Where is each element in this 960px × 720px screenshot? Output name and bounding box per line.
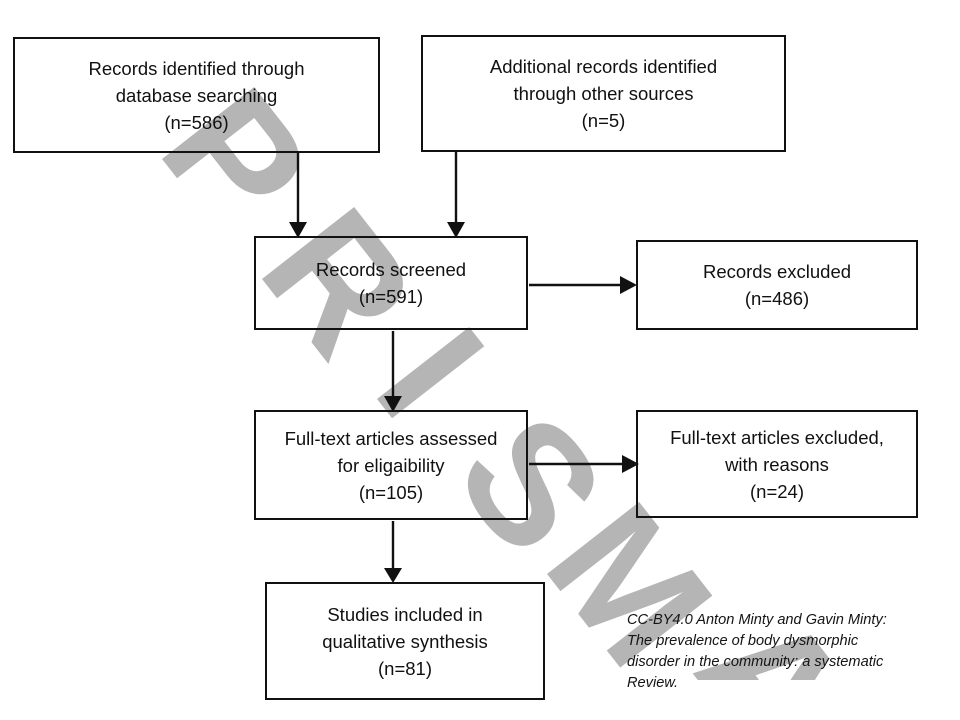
node-line-1: Records excluded (702, 261, 852, 282)
node-records-excluded: Records excluded (n=486) (636, 240, 918, 330)
arrow-additional-to-screened (447, 152, 465, 238)
node-line-1: Full-text articles assessed (284, 427, 498, 449)
caption-line-3: disorder in the community: a systematic (627, 653, 884, 670)
node-studies-included: Studies included in qualitative synthesi… (265, 582, 545, 700)
node-count: (n=24) (750, 480, 804, 502)
caption-line-1: CC-BY4.0 Anton Minty and Gavin Minty: (627, 612, 887, 628)
node-line-1: Records screened (315, 259, 467, 280)
node-line-2: through other sources (513, 83, 694, 104)
node-line-1: Records identified through (88, 57, 305, 79)
node-count: (n=105) (358, 481, 424, 503)
arrow-fulltext-to-included (384, 521, 402, 583)
node-count: (n=5) (581, 110, 626, 131)
node-fulltext-assessed: Full-text articles assessed for eligaibi… (254, 410, 528, 520)
caption-line-2: The prevalence of body dysmorphic (627, 632, 859, 649)
node-count: (n=586) (164, 111, 229, 133)
attribution-caption: CC-BY4.0 Anton Minty and Gavin Minty: Th… (627, 610, 937, 693)
node-line-2: for eligaibility (337, 454, 445, 476)
node-line-1: Full-text articles excluded, (670, 426, 884, 448)
node-count: (n=81) (378, 657, 432, 679)
arrow-identified-to-screened (289, 153, 307, 238)
node-count: (n=486) (744, 288, 810, 309)
node-records-identified: Records identified through database sear… (13, 37, 380, 153)
node-line-2: qualitative synthesis (322, 630, 488, 652)
arrow-fulltext-to-fulltext-excluded (529, 455, 639, 473)
node-count: (n=591) (358, 286, 424, 307)
arrow-screened-to-fulltext (384, 331, 402, 412)
node-line-1: Studies included in (327, 603, 483, 625)
node-line-2: database searching (115, 84, 278, 106)
node-fulltext-excluded: Full-text articles excluded, with reason… (636, 410, 918, 518)
arrow-screened-to-excluded (529, 276, 637, 294)
node-line-1: Additional records identified (489, 56, 718, 77)
node-additional-records: Additional records identified through ot… (421, 35, 786, 152)
node-line-2: with reasons (725, 453, 829, 475)
node-records-screened: Records screened (n=591) (254, 236, 528, 330)
caption-line-4: Review. (627, 674, 679, 691)
